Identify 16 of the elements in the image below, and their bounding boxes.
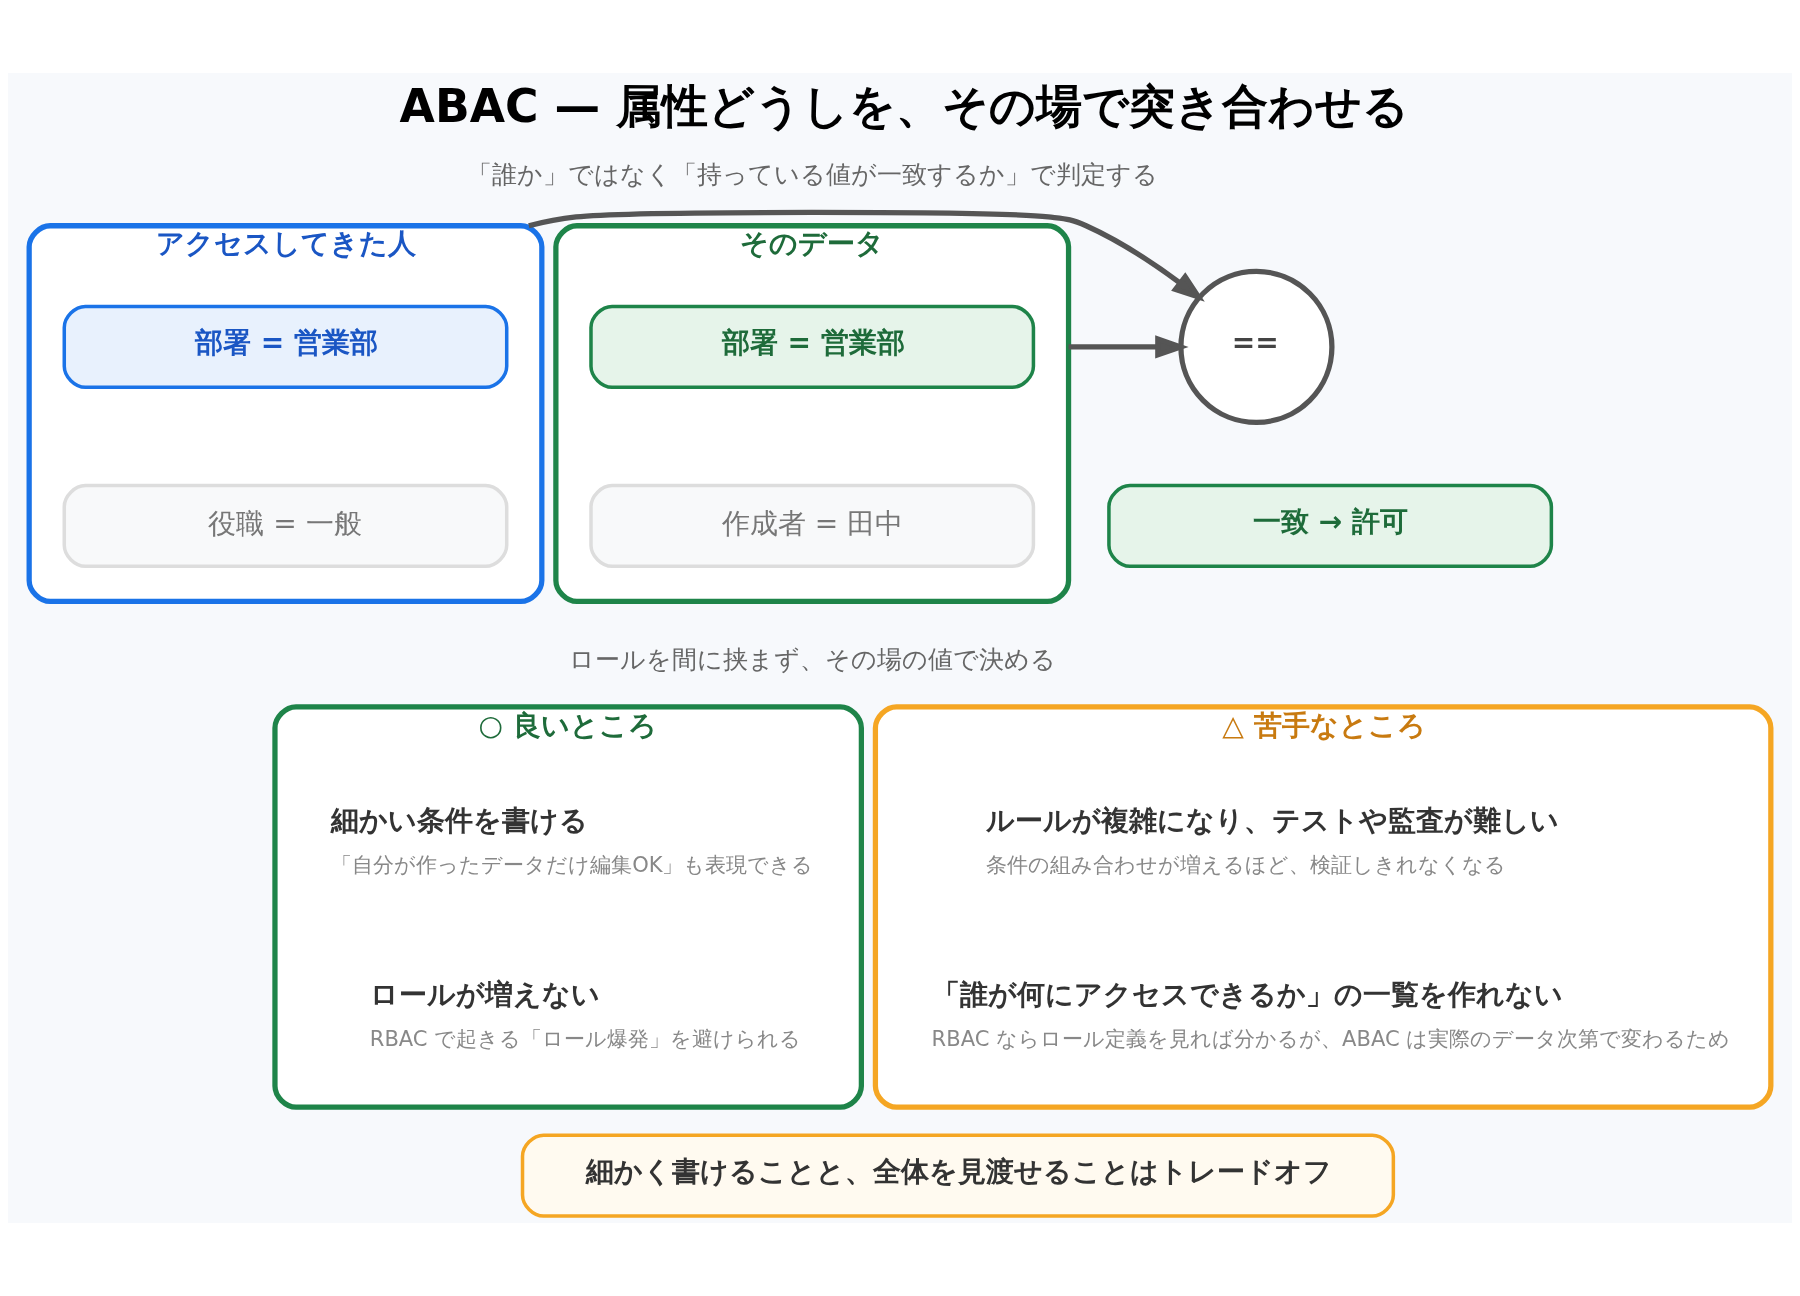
node-box: 一致 → 許可 [1107, 483, 1554, 569]
node-box: 部署 = 営業部 [589, 304, 1036, 390]
node-text: 細かい条件を書ける 「自分が作ったデータだけ編集OK」も表現できる [331, 804, 814, 878]
node-box: 役職 = 一般 [62, 483, 509, 569]
node-circle: == [1178, 268, 1335, 426]
label: 「誰か」ではなく「持っている値が一致するか」で判定する [466, 160, 1158, 190]
node-text: ルールが複雑になり、テストや監査が難しい 条件の組み合わせが増えるほど、検証しきれなくなる [986, 804, 1560, 878]
arrow [528, 209, 1205, 302]
node-box: 作成者 = 田中 [589, 483, 1036, 569]
label: ロールを間に挟まず、その場の値で決める [568, 644, 1056, 674]
node-box: 部署 = 営業部 [62, 304, 509, 390]
arrow [1068, 335, 1189, 359]
diagram-title: ABAC — 属性どうしを、その場で突き合わせる [399, 79, 1409, 133]
node-text: ロールが増えない RBAC で起きる「ロール爆発」を避けられる [369, 978, 802, 1051]
node-text: 「誰が何にアクセスできるか」の一覧を作れない RBAC ならロール定義を見れば分かるが、ABAC は実際のデータ次第で変わるため [931, 978, 1731, 1051]
node-box: 細かく書けることと、全体を見渡せることはトレードオフ [520, 1133, 1396, 1218]
